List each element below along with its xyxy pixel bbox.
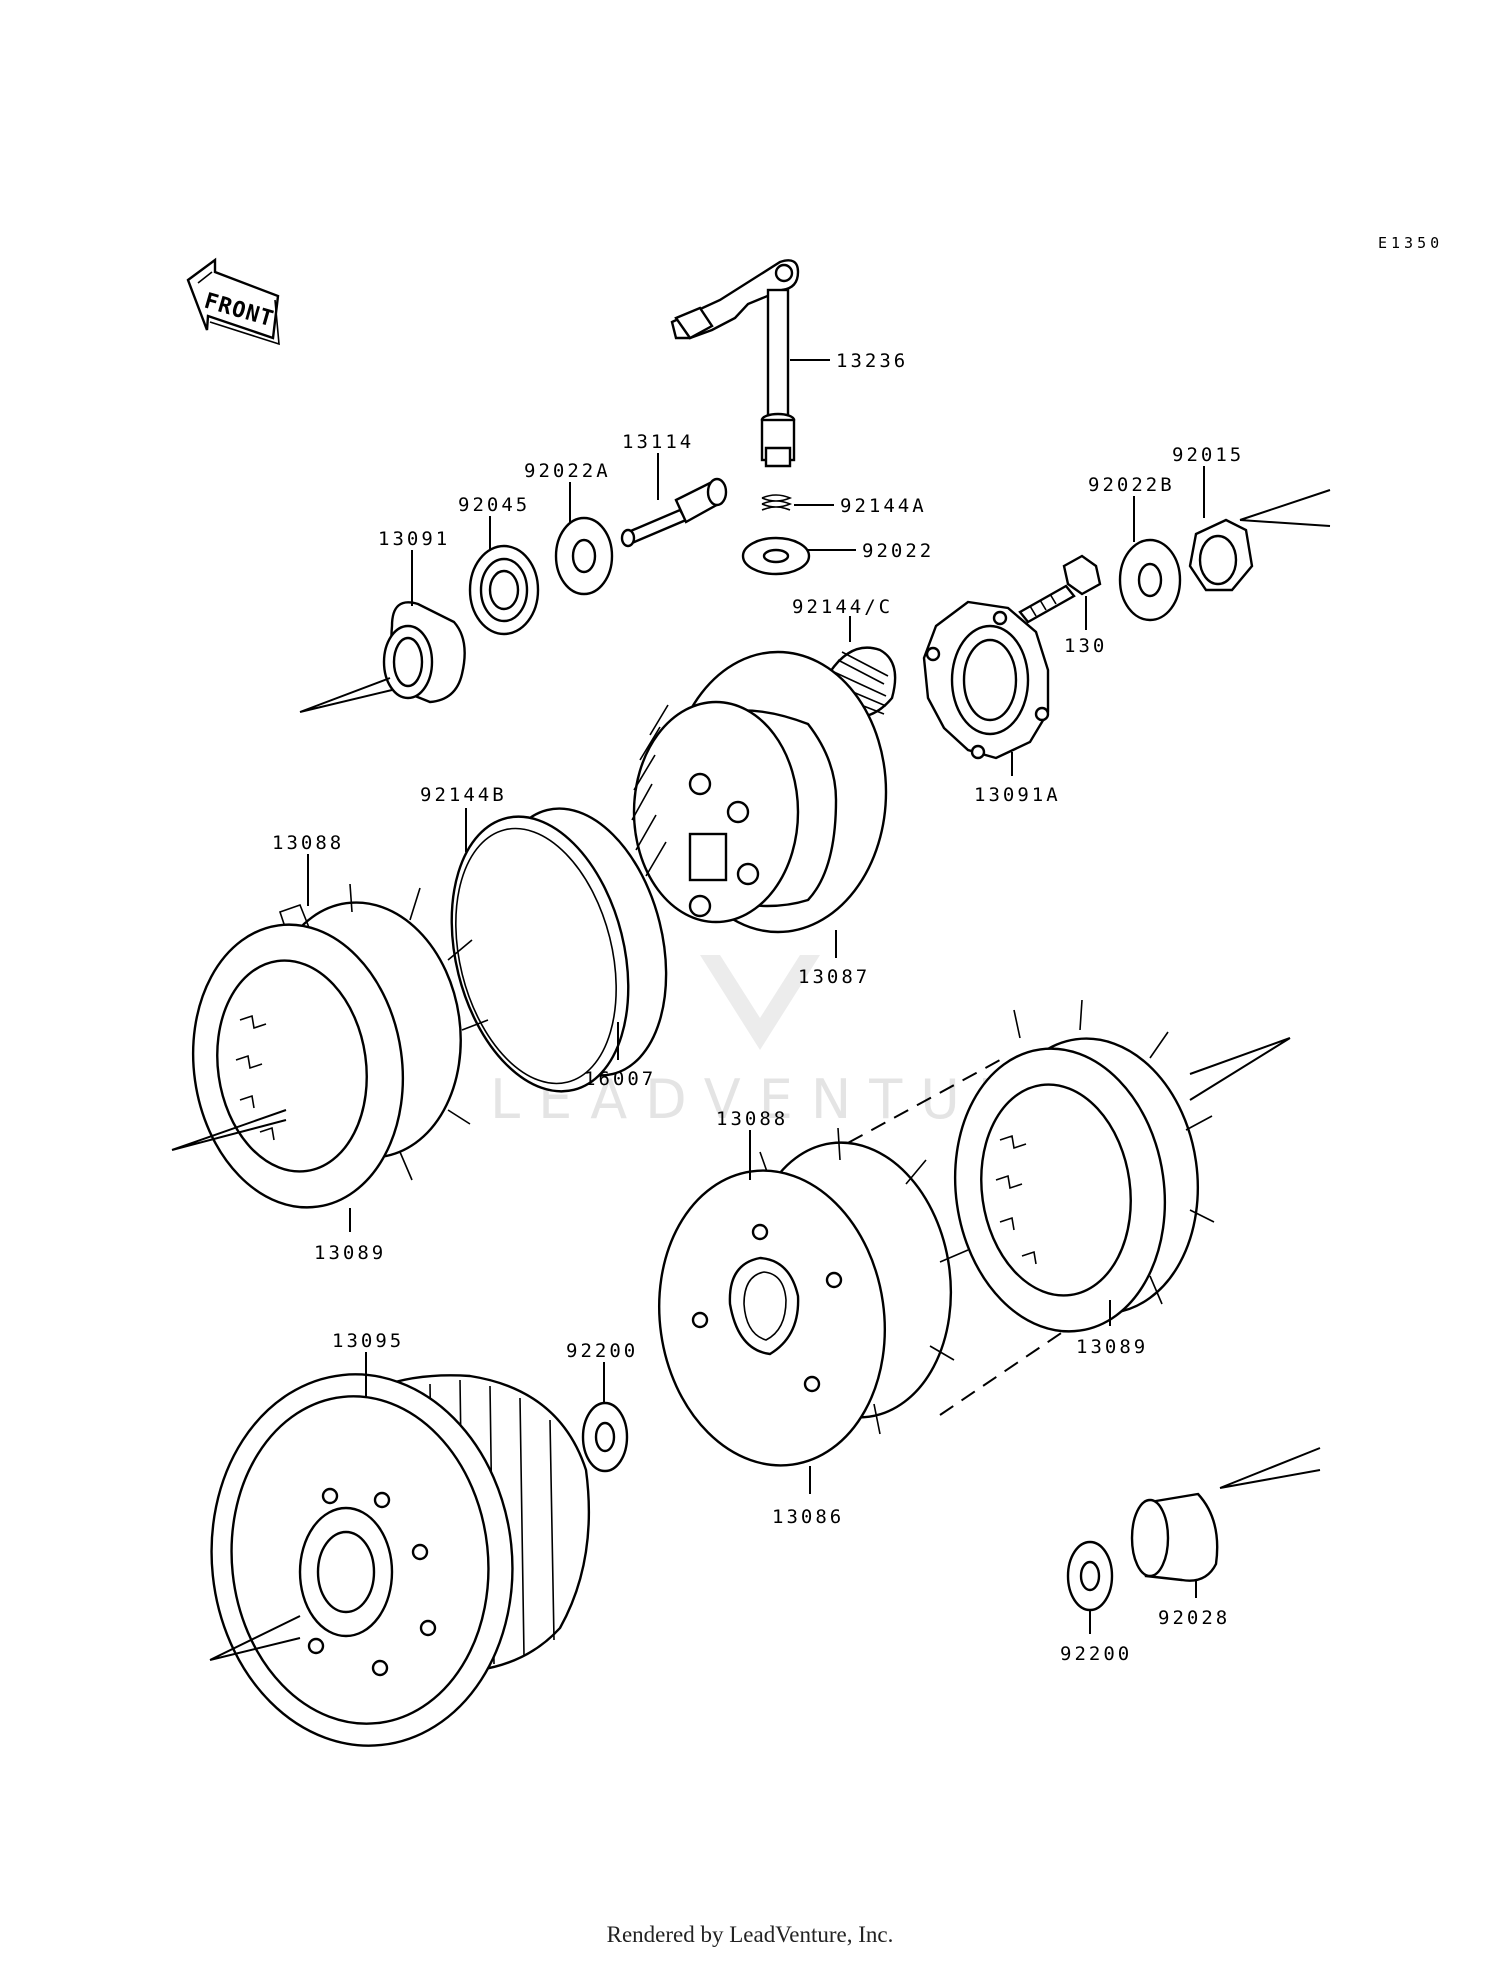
svg-text:13088: 13088 <box>272 832 344 854</box>
friction-plates-upper-left <box>191 883 489 1209</box>
label-92045: 92045 <box>458 494 530 550</box>
label-92015: 92015 <box>1172 444 1244 518</box>
label-13088-lower: 13088 <box>716 1108 788 1180</box>
svg-text:92144/C: 92144/C <box>792 596 893 618</box>
label-92028: 92028 <box>1158 1580 1230 1629</box>
label-92200-lower-right: 92200 <box>1060 1610 1132 1665</box>
svg-text:92200: 92200 <box>566 1340 638 1362</box>
pressure-plate-13086 <box>657 1127 969 1467</box>
label-92144a: 92144A <box>794 495 927 517</box>
svg-text:92022A: 92022A <box>524 460 611 482</box>
label-13087: 13087 <box>798 930 870 988</box>
label-92022a: 92022A <box>524 460 611 522</box>
svg-text:92144B: 92144B <box>420 784 507 806</box>
label-13091a: 13091A <box>974 752 1061 806</box>
release-shaft-13236 <box>670 259 800 468</box>
svg-text:13087: 13087 <box>798 966 870 988</box>
bolt-130 <box>1018 554 1102 624</box>
washer-92022a <box>554 516 614 596</box>
label-92144b: 92144B <box>420 784 507 852</box>
label-13089-left: 13089 <box>314 1208 386 1264</box>
cap-13091 <box>382 601 466 704</box>
label-92022: 92022 <box>808 540 934 562</box>
svg-text:92028: 92028 <box>1158 1607 1230 1629</box>
svg-text:13089: 13089 <box>1076 1336 1148 1358</box>
label-13114: 13114 <box>622 431 694 500</box>
label-13086: 13086 <box>772 1466 844 1528</box>
svg-text:92015: 92015 <box>1172 444 1244 466</box>
svg-text:92045: 92045 <box>458 494 530 516</box>
bearing-92045 <box>468 544 540 636</box>
svg-text:13095: 13095 <box>332 1330 404 1352</box>
axis-lines <box>171 489 1331 1661</box>
svg-text:92200: 92200 <box>1060 1643 1132 1665</box>
svg-text:13091: 13091 <box>378 528 450 550</box>
rings-16007-92144b <box>450 807 668 1093</box>
clutch-hub-13087 <box>631 650 888 934</box>
washer-92022 <box>741 536 811 576</box>
svg-text:92022: 92022 <box>862 540 934 562</box>
svg-text:92022B: 92022B <box>1088 474 1175 496</box>
svg-text:92144A: 92144A <box>840 495 927 517</box>
clutch-housing-13095 <box>210 1373 591 1747</box>
washer-92200-lower-right <box>1066 1540 1114 1612</box>
collar-92028 <box>1130 1492 1219 1582</box>
label-13089-right: 13089 <box>1076 1300 1148 1358</box>
svg-text:16007: 16007 <box>584 1068 656 1090</box>
svg-text:13086: 13086 <box>772 1506 844 1528</box>
label-92022b: 92022B <box>1088 474 1175 542</box>
svg-text:130: 130 <box>1064 635 1107 657</box>
svg-text:13236: 13236 <box>836 350 908 372</box>
washer-92200-middle <box>581 1401 629 1473</box>
footer-credit: Rendered by LeadVenture, Inc. <box>606 1922 894 1947</box>
label-130: 130 <box>1064 596 1107 657</box>
label-13095: 13095 <box>332 1330 404 1398</box>
friction-plates-right <box>779 999 1215 1416</box>
washer-92022b <box>1118 538 1182 622</box>
label-92200-middle: 92200 <box>566 1340 638 1404</box>
svg-text:13091A: 13091A <box>974 784 1061 806</box>
label-92144c: 92144/C <box>792 596 893 642</box>
svg-text:13114: 13114 <box>622 431 694 453</box>
nut-92015 <box>1188 518 1254 592</box>
pressure-plate-13091a <box>922 600 1050 760</box>
diagram-code: E1350 <box>1378 234 1443 252</box>
label-13236: 13236 <box>790 350 908 372</box>
svg-text:13089: 13089 <box>314 1242 386 1264</box>
label-13091: 13091 <box>378 528 450 606</box>
label-13088-upper: 13088 <box>272 832 344 906</box>
pushrod-13114 <box>620 477 728 548</box>
front-arrow-icon: FRONT <box>186 257 280 346</box>
label-16007: 16007 <box>584 1022 656 1090</box>
spring-92144a <box>761 494 793 511</box>
svg-text:13088: 13088 <box>716 1108 788 1130</box>
